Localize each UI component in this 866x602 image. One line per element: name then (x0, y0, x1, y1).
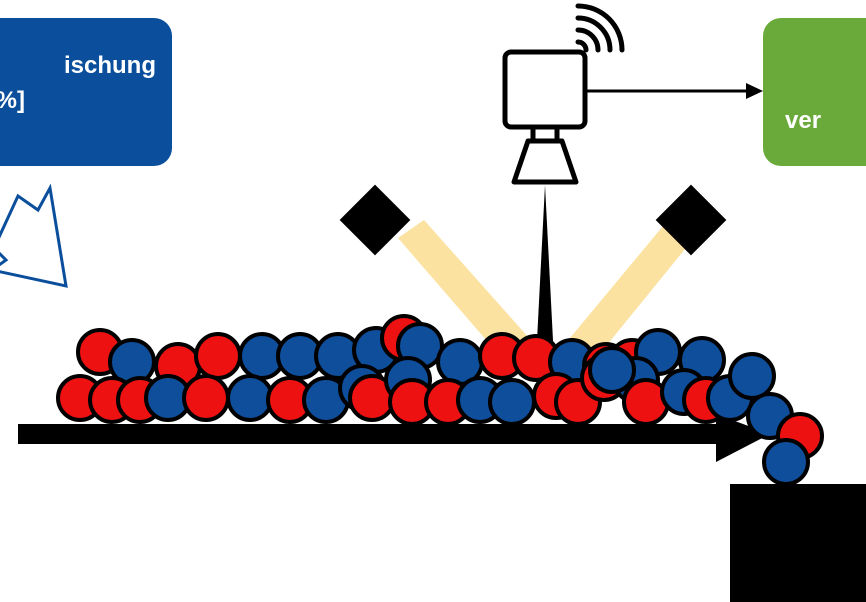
left-lamp-icon (340, 185, 411, 256)
blue-particle (490, 380, 534, 424)
wireless-signal-icon (578, 6, 622, 50)
red-particle (184, 376, 228, 420)
blue-particle (764, 440, 808, 484)
camera-stand (536, 185, 554, 360)
blue-particle (590, 348, 634, 392)
camera-sensor-icon (505, 52, 585, 182)
data-arrow (585, 83, 763, 99)
particle-pile (58, 316, 822, 484)
collection-bin (730, 484, 866, 602)
red-particle (196, 334, 240, 378)
hollow-arrow-icon (0, 188, 66, 286)
blue-particle (228, 376, 272, 420)
blue-particle (730, 354, 774, 398)
